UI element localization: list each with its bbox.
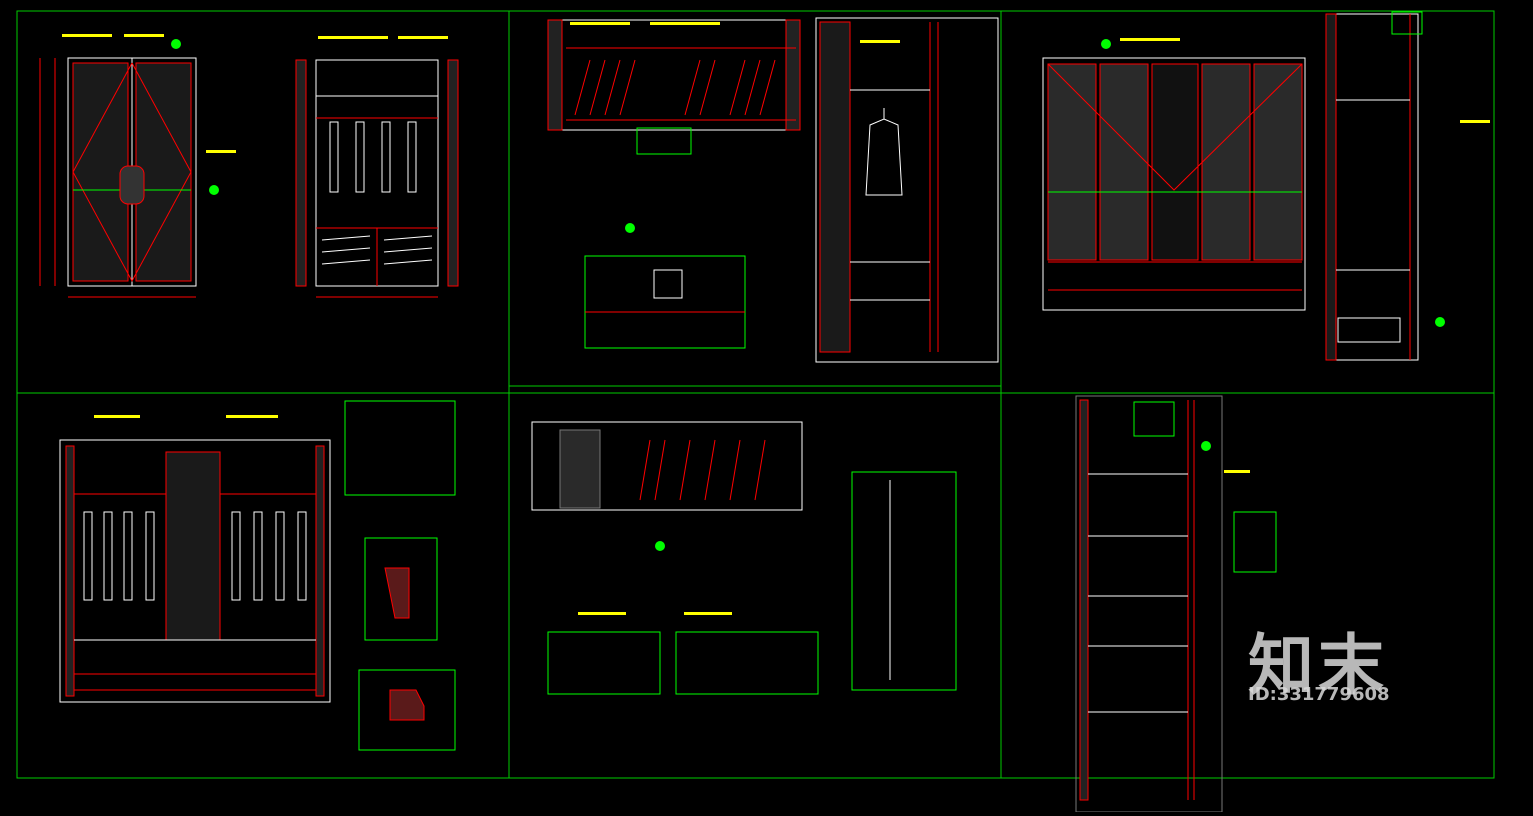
hanging-section [815,17,999,363]
door-elevation [39,39,219,298]
bottom-details [531,421,957,695]
annotation-tags [62,22,1490,615]
wardrobe-interior-elevation [295,59,459,298]
plan-section [547,19,801,349]
watermark-id: ID:331779608 [1248,684,1390,705]
sheet-frame [16,10,1495,779]
small-details [344,400,456,751]
closet-elevation [59,439,331,703]
right-section [1325,11,1445,361]
watermark-logo: 知末 [1248,627,1388,704]
right-wardrobe-elevation [1042,39,1306,311]
tall-section [1075,395,1277,813]
